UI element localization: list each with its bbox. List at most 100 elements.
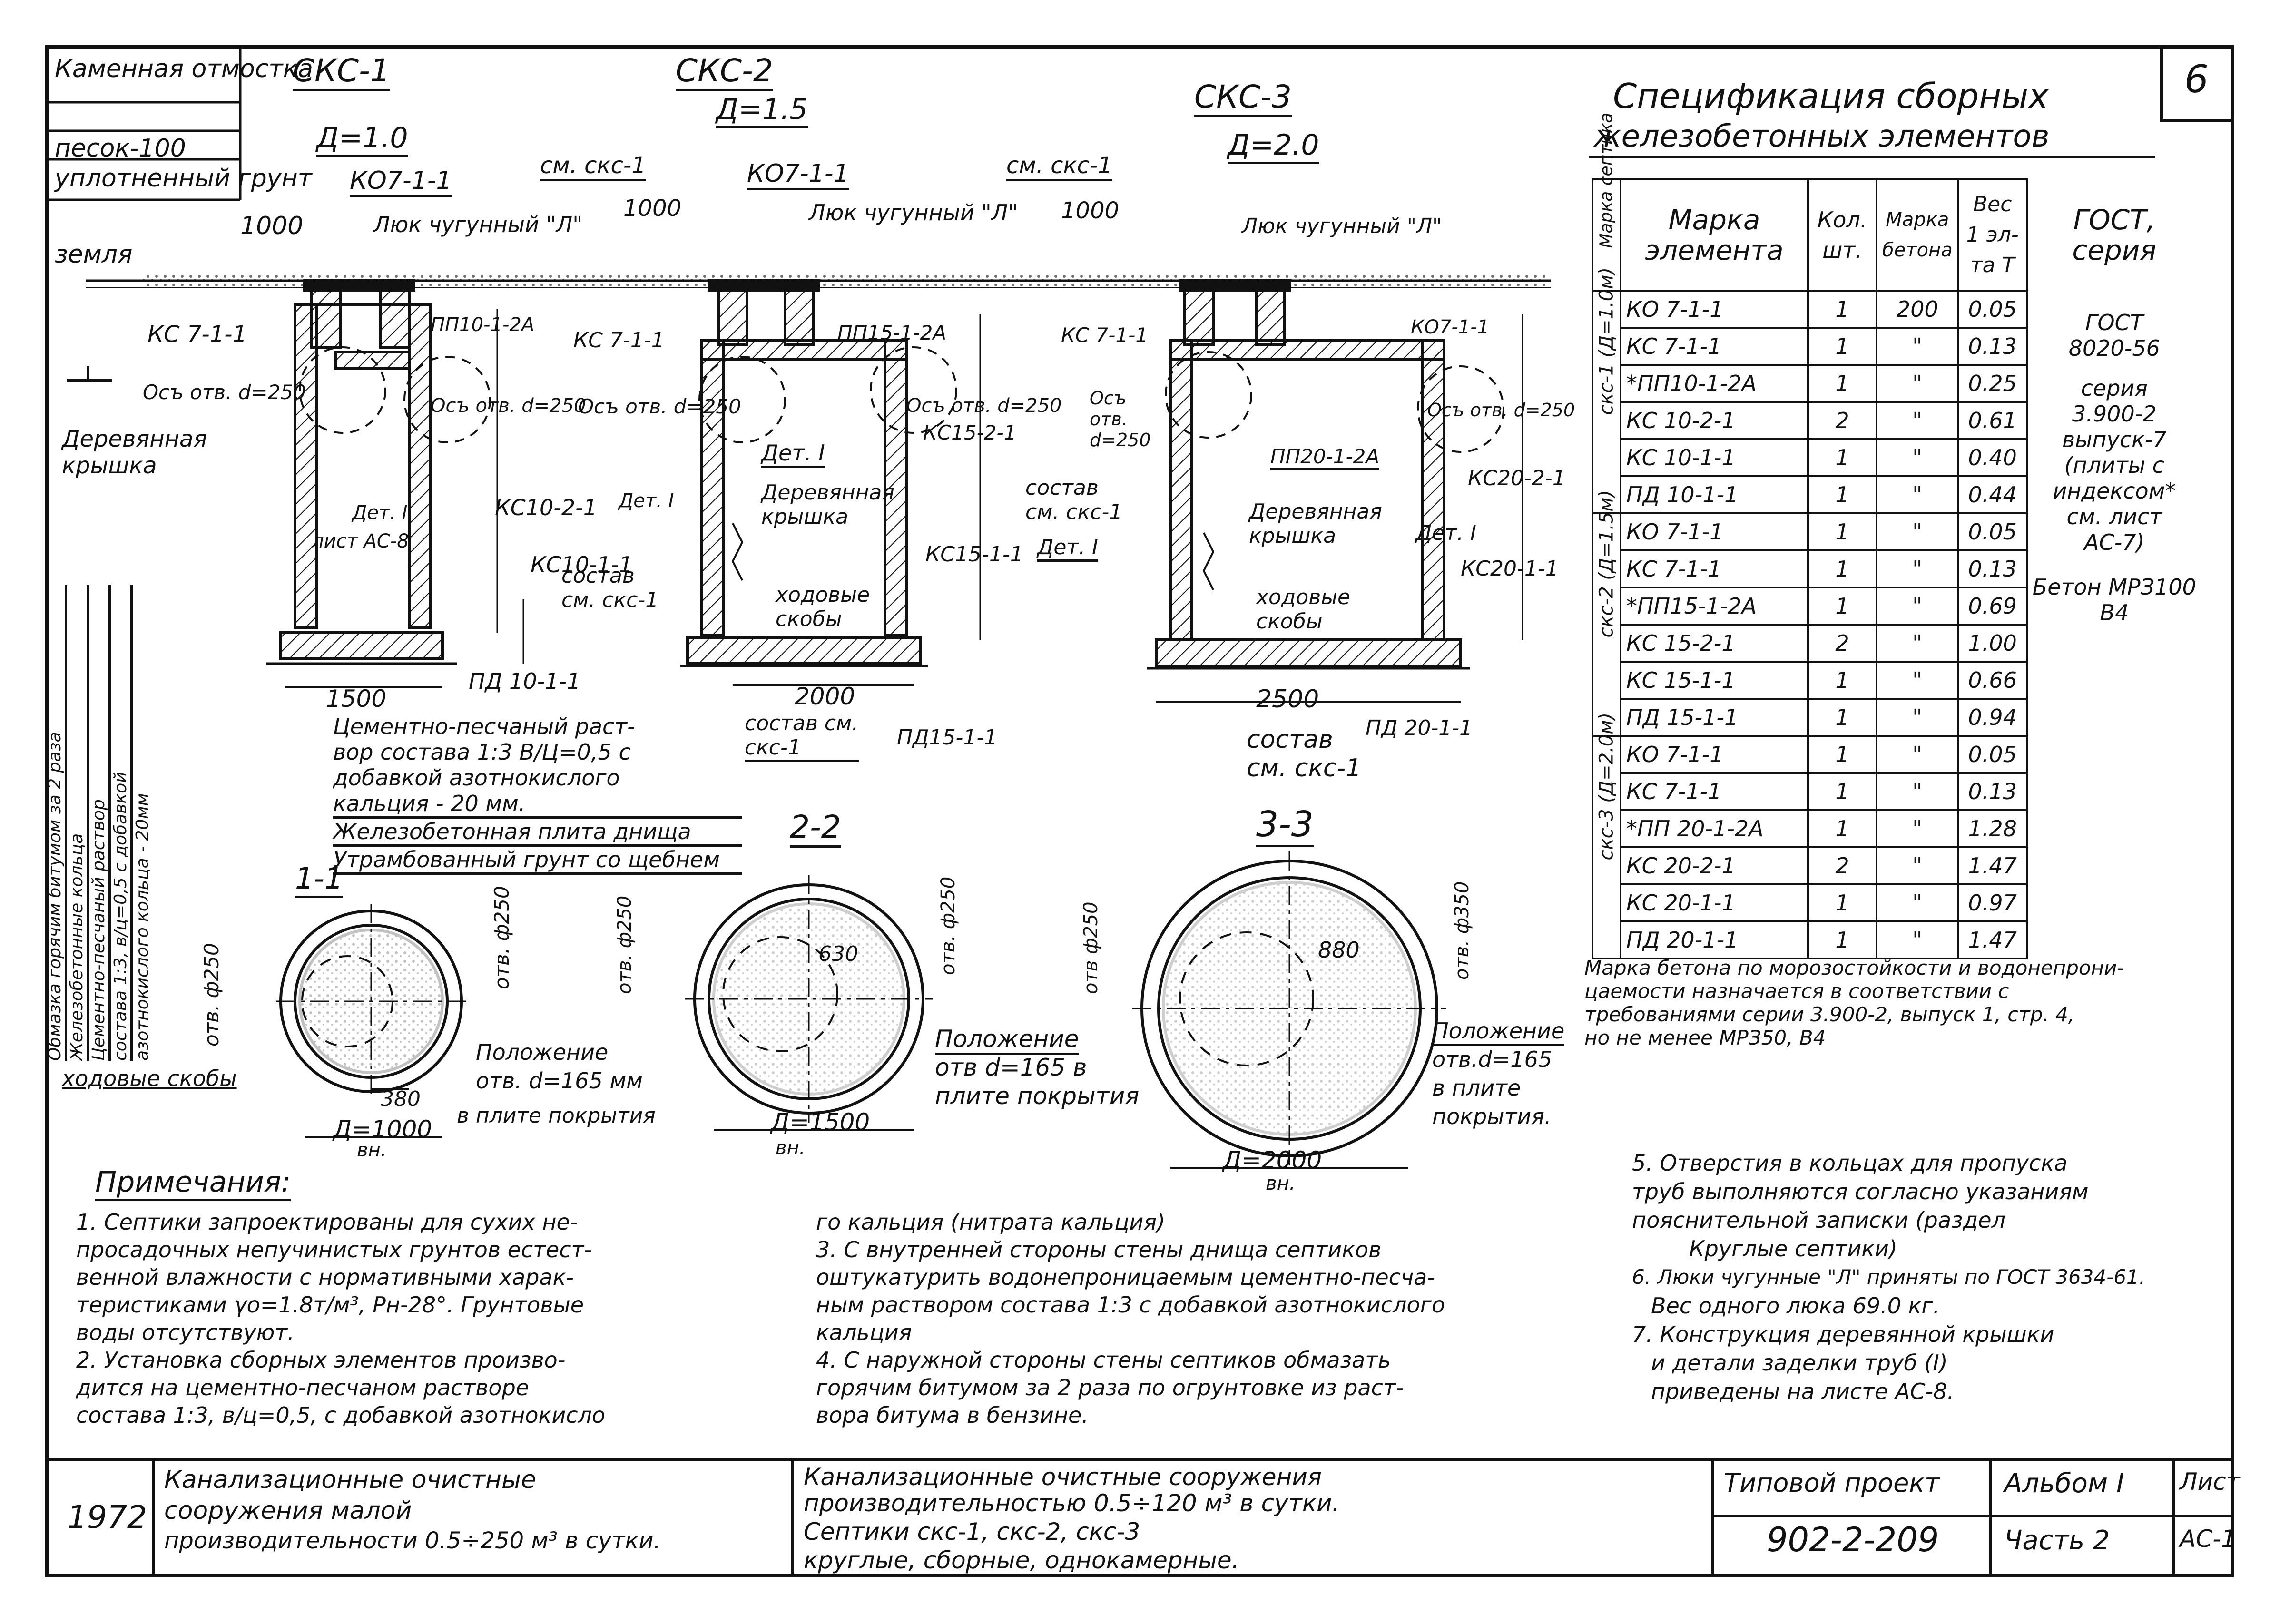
sks3-cover: КО7-1-1 <box>1411 316 1490 338</box>
spec-el: *ПП 20-1-2А <box>1620 809 1809 848</box>
spec-qty: 1 <box>1807 364 1877 403</box>
notes-col-2: го кальция (нитрата кальция) 3. С внутре… <box>816 1208 1577 1429</box>
spec-concrete: " <box>1876 549 1959 588</box>
base-note-4: кальция - 20 мм. <box>333 791 742 819</box>
spec-weight: 0.13 <box>1957 772 2028 811</box>
sheet-number-box: 6 <box>2160 48 2234 122</box>
spec-concrete: " <box>1876 661 1959 700</box>
note-line: горячим битумом за 2 раза по огрунтовке … <box>816 1375 1404 1400</box>
sks2-ring-top: КС 7-1-1 <box>573 328 665 352</box>
notes-col-3: 5. Отверстия в кольцах для пропуска труб… <box>1632 1149 2231 1406</box>
note-line: оштукатурить водонепроницаемым цементно-… <box>816 1264 1435 1290</box>
tb-album-cell: Альбом I Часть 2 <box>1989 1458 2175 1577</box>
spec-concrete: " <box>1876 883 1959 922</box>
spec-header-concrete: Марка бетона <box>1876 178 1959 292</box>
sks1-bottom: ПД 10-1-1 <box>469 668 581 694</box>
sks3-ring2: КС20-2-1 <box>1468 466 1566 490</box>
note-line: приведены на листе АС-8. <box>1651 1379 1954 1404</box>
legend-soil: уплотненный грунт <box>55 164 312 193</box>
vertical-note-5: азотнокислого кольца - 20мм <box>133 793 152 1061</box>
s33-note1: Положение <box>1432 1018 1565 1046</box>
spec-footnote-1: Марка бетона по морозостойкости и водоне… <box>1584 956 2124 979</box>
spec-footnote-4: но не менее МРЗ50, В4 <box>1584 1026 1826 1049</box>
sks3-hole-right: Осъ отв. d=250 <box>1427 400 1575 421</box>
spec-concrete: " <box>1876 698 1959 737</box>
tb-divider <box>1711 1515 2234 1517</box>
dim-1000-left: 1000 <box>240 212 304 240</box>
base-note-1: Цементно-песчаный раст- <box>333 714 635 739</box>
sks3-hole: Осъ отв. d=250 <box>1090 388 1151 450</box>
spec-concrete: " <box>1876 920 1959 959</box>
sks1-plate: ПП10-1-2А <box>431 314 535 336</box>
sks1-cover: КО7-1-1 <box>350 166 452 197</box>
s22-diameter: Д=1500 <box>771 1108 870 1136</box>
section-2-2-plan <box>685 875 933 1131</box>
sks2-hole: Осъ отв. d=250 <box>578 395 741 418</box>
spec-qty: 1 <box>1807 290 1877 329</box>
sks1-ring1: КС10-1-1 <box>531 552 633 577</box>
spec-concrete: " <box>1876 587 1959 626</box>
sks1-lid: Деревянная крышка <box>62 426 207 479</box>
spec-group-1: скс-1 (Д=1.0м) <box>1592 267 1621 514</box>
tb-left-2: сооружения малой <box>164 1497 412 1525</box>
spec-weight: 0.69 <box>1957 587 2028 626</box>
spec-el: КС 10-1-1 <box>1620 438 1809 477</box>
sks3-section <box>1147 279 1523 703</box>
note-line: вора битума в бензине. <box>816 1402 1089 1428</box>
s22-hole-left: отв. ф250 <box>614 895 636 994</box>
s33-title: 3-3 <box>1256 804 1314 847</box>
sks3-composition: состав см. скс-1 <box>1247 725 1362 783</box>
sks3-composition-2: состав см. скс-1 <box>1025 476 1123 524</box>
spec-concrete: " <box>1876 735 1959 774</box>
ground-label: земля <box>55 240 133 269</box>
title-block: 1972 Канализационные очистные сооружения… <box>45 1458 2240 1577</box>
note-line: теристиками γо=1.8т/м³, Рн-28°. Грунтовы… <box>76 1292 584 1318</box>
s22-note3: плите покрытия <box>935 1082 1140 1110</box>
spec-header-row: Марка септика Марка элемента Кол. шт. Ма… <box>1592 113 2201 292</box>
sks3-dim-1000: 1000 <box>1061 197 1120 224</box>
sks1-section <box>67 279 524 688</box>
sks2-composition-2: состав см. скс-1 <box>745 711 859 762</box>
sks1-title: СКС-1 <box>293 52 390 91</box>
spec-qty: 1 <box>1807 512 1877 551</box>
sks1-det: Дет. I <box>352 502 408 524</box>
spec-group-3: скс-3 (Д=2.0м) <box>1592 713 1621 959</box>
spec-footnote-2: цаемости назначается в соответствии с <box>1584 979 2009 1003</box>
sks2-section <box>680 279 981 686</box>
s22-hole-mid: отв ф250 <box>1080 901 1102 994</box>
sks1-det-2: Дет. I <box>619 490 674 512</box>
sks2-dim-1000: 1000 <box>623 195 682 222</box>
tb-year: 1972 <box>67 1499 147 1536</box>
tb-album: Альбом I <box>2004 1468 2124 1499</box>
spec-gost-cell: ГОСТ 8020-56 серия 3.900-2 выпуск-7 (пли… <box>2032 310 2196 626</box>
spec-qty: 1 <box>1807 883 1877 922</box>
spec-weight: 0.05 <box>1957 512 2028 551</box>
note-line: 1. Септики запроектированы для сухих не- <box>76 1209 578 1235</box>
sks1-hole: Осъ отв. d=250 <box>143 381 306 404</box>
s11-hole-left: отв. ф250 <box>200 943 223 1047</box>
spec-concrete: " <box>1876 846 1959 885</box>
spec-qty: 1 <box>1807 920 1877 959</box>
spec-weight: 0.05 <box>1957 290 2028 329</box>
note-line: ным раствором состава 1:3 с добавкой азо… <box>816 1292 1445 1318</box>
sks2-hole-right: Осъ отв. d=250 <box>906 395 1062 417</box>
note-line: состава 1:3, в/ц=0,5, с добавкой азотнок… <box>76 1402 606 1428</box>
tb-left-cell: Канализационные очистные сооружения мало… <box>152 1458 794 1577</box>
s33-hole-right: отв. ф350 <box>1451 881 1473 980</box>
note-line: го кальция (нитрата кальция) <box>816 1209 1165 1235</box>
spec-el: КО 7-1-1 <box>1620 290 1809 329</box>
s33-sub: вн. <box>1266 1173 1296 1194</box>
spec-qty: 2 <box>1807 401 1877 440</box>
vertical-note-1: Обмазка горячим битумом за 2 раза <box>45 585 67 1061</box>
spec-title-1: Спецификация сборных <box>1613 76 2049 116</box>
section-1-1-plan <box>276 904 466 1138</box>
